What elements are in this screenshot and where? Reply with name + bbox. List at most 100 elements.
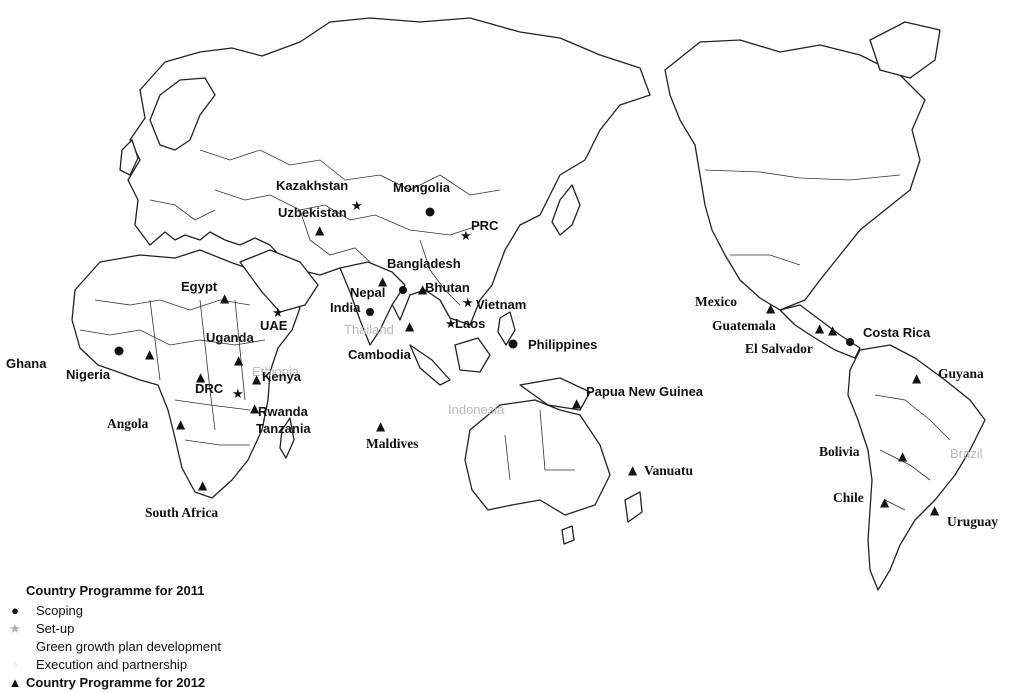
scoping-dot-icon: ● xyxy=(11,603,19,618)
marker-guyana: ▲ xyxy=(912,371,922,385)
scandinavia xyxy=(149,77,216,151)
label-uzbekistan: Uzbekistan xyxy=(278,205,347,220)
india-subcontinent xyxy=(339,261,406,346)
marker-egypt: ▲ xyxy=(220,291,230,305)
label-guatemala: Guatemala xyxy=(712,318,776,333)
marker-nigeria: ▲ xyxy=(145,347,155,361)
marker-uae: ★ xyxy=(272,306,284,321)
watermark-ethiopia: Ethiopia xyxy=(252,364,300,379)
marker-nepal xyxy=(399,286,407,294)
label-kenya: Kenya xyxy=(262,369,302,384)
label-nepal: Nepal xyxy=(350,285,386,300)
label-vanuatu: Vanuatu xyxy=(644,463,694,478)
label-kazakhstan: Kazakhstan xyxy=(276,178,349,193)
australia xyxy=(464,399,611,516)
marker-bangladesh: ▲ xyxy=(378,274,388,288)
marker-kazakhstan: ★ xyxy=(351,199,363,214)
marker-uruguay: ▲ xyxy=(930,503,940,517)
marker-india xyxy=(366,308,374,316)
label-nigeria: Nigeria xyxy=(66,367,111,382)
new-guinea xyxy=(519,377,591,411)
watermark-thailand: Thailand xyxy=(344,322,394,337)
label-philippines: Philippines xyxy=(528,337,598,352)
label-el-salvador: El Salvador xyxy=(745,341,813,356)
label-bangladesh: Bangladesh xyxy=(387,256,461,271)
label-maldives: Maldives xyxy=(366,436,419,451)
africa xyxy=(71,249,301,499)
marker-uganda: ▲ xyxy=(234,353,244,367)
marker-mexico: ▲ xyxy=(766,301,776,315)
label-vietnam: Vietnam xyxy=(476,297,527,312)
execution-icon: ◦ xyxy=(12,657,18,672)
legend-label-scoping: Scoping xyxy=(36,603,83,618)
marker-prc: ★ xyxy=(460,229,472,244)
arabia xyxy=(239,249,319,313)
borneo xyxy=(454,337,491,373)
label-chile: Chile xyxy=(833,490,864,505)
label-india: India xyxy=(330,300,361,315)
legend-title-2012: Country Programme for 2012 xyxy=(26,675,206,690)
legend-label-setup: Set-up xyxy=(36,621,75,636)
marker-angola: ▲ xyxy=(176,417,186,431)
uk xyxy=(119,139,139,176)
marker-south-africa: ▲ xyxy=(198,478,208,492)
label-bolivia: Bolivia xyxy=(819,444,860,459)
label-drc: DRC xyxy=(195,381,224,396)
label-south-africa: South Africa xyxy=(145,505,219,520)
tasmania xyxy=(561,525,575,545)
marker-rwanda: ★ xyxy=(232,387,244,402)
japan xyxy=(551,184,581,236)
label-papua-new-guinea: Papua New Guinea xyxy=(586,384,704,399)
new-zealand xyxy=(624,491,643,523)
marker-bhutan: ▲ xyxy=(418,282,428,296)
label-prc: PRC xyxy=(471,218,499,233)
marker-papua-new-guinea: ▲ xyxy=(572,396,582,410)
south-america xyxy=(847,344,986,591)
legend-label-green-growth: Green growth plan development xyxy=(36,639,222,654)
watermark-indonesia: Indonesia xyxy=(448,402,505,417)
label-cambodia: Cambodia xyxy=(348,347,411,362)
label-uganda: Uganda xyxy=(206,330,254,345)
eurasia-landmass xyxy=(127,17,651,326)
philippines-isl xyxy=(497,311,516,346)
label-laos: Laos xyxy=(455,316,486,331)
marker-el-salvador: ▲ xyxy=(828,323,838,337)
label-rwanda: Rwanda xyxy=(258,404,308,419)
madagascar xyxy=(279,417,295,459)
watermark-brazil: Brazil xyxy=(950,446,983,461)
legend-title-2011: Country Programme for 2011 xyxy=(26,583,205,598)
marker-cambodia: ▲ xyxy=(405,319,415,333)
programme-2012-triangle-icon: ▲ xyxy=(8,675,22,690)
label-uae: UAE xyxy=(260,318,288,333)
label-tanzania: Tanzania xyxy=(256,421,311,436)
marker-vanuatu: ▲ xyxy=(628,463,638,477)
label-bhutan: Bhutan xyxy=(425,280,470,295)
marker-philippines xyxy=(508,339,518,349)
greenland xyxy=(869,21,941,79)
marker-vietnam: ★ xyxy=(462,296,474,311)
label-guyana: Guyana xyxy=(938,366,984,381)
markers: ★ ★ ★ ★ ★ ★ ▲ ▲ ▲ ▲ ▲ ▲ ▲ ▲ ▲ ▲ ▲ ▲ ▲ ▲ … xyxy=(114,199,940,517)
sumatra xyxy=(409,344,451,386)
marker-costa-rica xyxy=(846,338,854,346)
north-america xyxy=(664,39,926,311)
marker-tanzania: ▲ xyxy=(250,401,260,415)
marker-maldives: ▲ xyxy=(376,419,386,433)
marker-drc: ▲ xyxy=(196,370,206,384)
marker-ghana xyxy=(114,346,124,356)
marker-mongolia xyxy=(425,207,435,217)
marker-kenya: ▲ xyxy=(252,372,262,386)
setup-star-icon: ★ xyxy=(9,621,21,636)
label-mongolia: Mongolia xyxy=(393,180,451,195)
marker-chile: ▲ xyxy=(880,495,890,509)
label-ghana: Ghana xyxy=(6,356,47,371)
country-borders xyxy=(79,149,951,511)
label-costa-rica: Costa Rica xyxy=(863,325,931,340)
central-america xyxy=(779,304,861,359)
label-uruguay: Uruguay xyxy=(947,514,999,529)
label-mexico: Mexico xyxy=(695,294,737,309)
marker-uzbekistan: ▲ xyxy=(315,223,325,237)
legend-label-execution: Execution and partnership xyxy=(36,657,188,672)
label-angola: Angola xyxy=(107,416,149,431)
